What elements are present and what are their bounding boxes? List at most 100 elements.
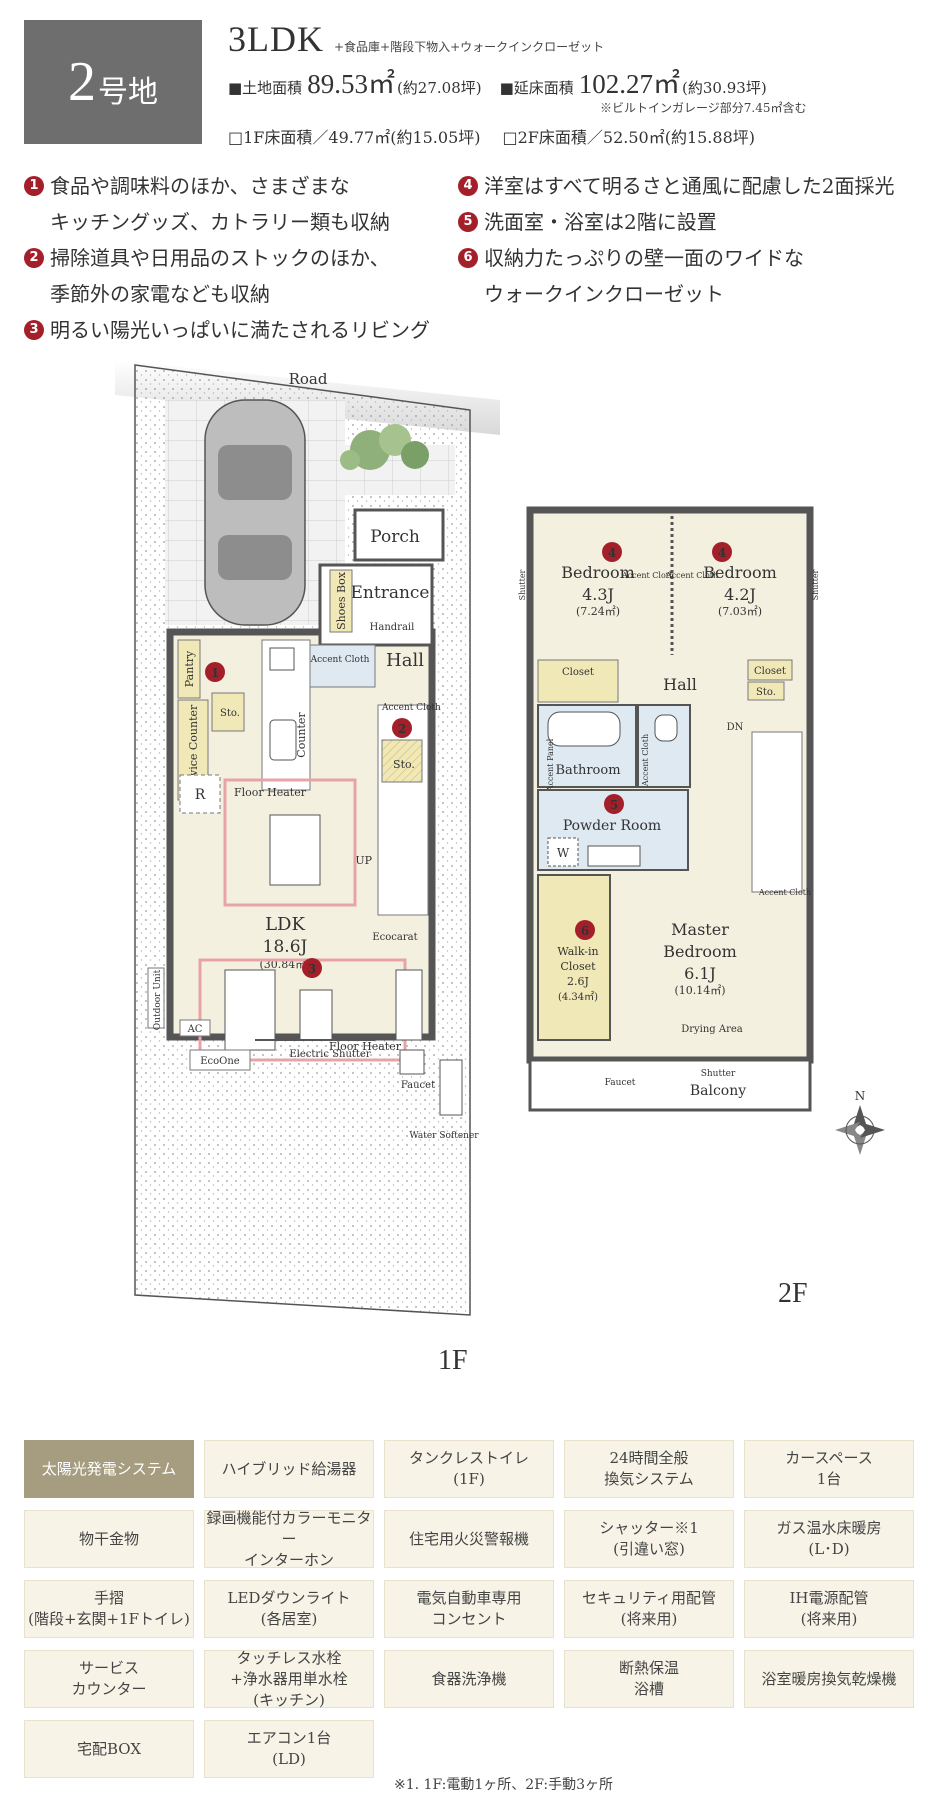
lot-number: 2	[68, 51, 96, 113]
f2-area: □2F床面積／52.50㎡(約15.88坪)	[502, 128, 756, 147]
tree-icon	[340, 424, 429, 470]
feature-text: 収納力たっぷりの壁一面のワイドな ウォークインクローゼット	[484, 246, 804, 306]
balcony	[528, 1058, 812, 1112]
marker-6: 6	[575, 920, 595, 940]
marker-2: 2	[392, 718, 412, 738]
feature-number-badge: 1	[24, 176, 44, 196]
dn-label: DN	[727, 722, 744, 733]
outdoor-unit-label: Outdoor Unit	[153, 969, 163, 1030]
floor-heater-label-living: Floor Heater	[329, 1040, 402, 1053]
closet-a	[537, 659, 619, 703]
ac-label: AC	[187, 1024, 203, 1035]
up-label: UP	[355, 854, 372, 867]
bedroom-a-size: 4.3J	[582, 585, 614, 604]
feature-item: 3 明るい陽光いっぱいに満たされるリビング	[24, 312, 430, 348]
equipment-item: タンクレストイレ (1F)	[384, 1440, 554, 1498]
equipment-item: 24時間全般 換気システム	[564, 1440, 734, 1498]
pantry	[177, 639, 201, 699]
sofa	[224, 969, 276, 1051]
refrigerator-space	[179, 774, 221, 814]
equipment-item: ハイブリッド給湯器	[204, 1440, 374, 1498]
entrance-label: Entrance	[351, 583, 430, 603]
car-icon	[204, 399, 306, 626]
marker-1-number: 1	[211, 666, 219, 680]
marker-4b-number: 4	[718, 546, 726, 560]
faucet-1f	[399, 1049, 425, 1075]
master-size: 6.1J	[684, 964, 716, 983]
master-label: Master	[671, 920, 729, 939]
coffee-table	[299, 989, 333, 1041]
marker-5: 5	[604, 794, 624, 814]
bathroom-label: Bathroom	[555, 763, 620, 778]
feature-item: 5 洗面室・浴室は2階に設置	[458, 204, 895, 240]
drying-area-label: Drying Area	[681, 1024, 743, 1035]
feature-text: 洗面室・浴室は2階に設置	[484, 210, 717, 234]
equipment-item: 宅配BOX	[24, 1720, 194, 1778]
sto-label-1f-stair: Sto.	[393, 758, 415, 771]
staircase-2f	[751, 731, 803, 893]
storage-1f	[211, 692, 245, 732]
feature-text: 食品や調味料のほか、さまざまな キッチングッズ、カトラリー類も収納	[50, 174, 390, 234]
vanity-icon	[587, 845, 641, 867]
accent-cloth-label-stair: Accent Cloth	[381, 703, 441, 713]
feature-number-badge: 5	[458, 212, 478, 232]
equipment-item: 物干金物	[24, 1510, 194, 1568]
water-softener-label: Water Softener	[409, 1131, 479, 1141]
bedroom-a-label: Bedroom	[561, 563, 635, 582]
f1-area: □1F床面積／49.77㎡(約15.05坪)	[228, 128, 481, 147]
electric-shutter-label: Electric Shutter	[289, 1049, 370, 1060]
walk-in-closet-label: Closet	[560, 960, 596, 973]
equipment-item: ガス温水床暖房 (L･D)	[744, 1510, 914, 1568]
marker-3-number: 3	[308, 962, 316, 976]
accent-cloth-label-master: Accent Cloth	[758, 888, 811, 897]
accent-panel-label: Accent Panel	[546, 738, 555, 792]
service-counter-label: Service Counter	[187, 704, 200, 795]
equipment-item: 録画機能付カラーモニター インターホン	[204, 1509, 374, 1569]
sto-label-1f: Sto.	[220, 708, 240, 719]
shutter-label-a: Shutter	[518, 569, 527, 600]
equipment-note: ※1. 1F:電動1ヶ所、2F:手動3ヶ所	[394, 1777, 614, 1793]
toilet-icon	[654, 714, 678, 742]
balcony-label: Balcony	[690, 1083, 746, 1099]
garage-note: ※ビルトインガレージ部分7.45㎡含む	[600, 101, 807, 115]
bedroom-b-size: 4.2J	[724, 585, 756, 604]
marker-6-number: 6	[581, 924, 589, 938]
feature-item: 2 掃除道具や日用品のストックのほか、 季節外の家電なども収納	[24, 240, 430, 312]
tv-board	[395, 969, 423, 1041]
feature-text: 掃除道具や日用品のストックのほか、 季節外の家電なども収納	[50, 246, 390, 306]
floor-heater-zone-dining	[223, 778, 357, 907]
area-row: ■土地面積 89.53㎡ (約27.08坪) ■延床面積 102.27㎡ (約3…	[228, 62, 928, 101]
equipment-item: 太陽光発電システム	[24, 1440, 194, 1498]
porch-label: Porch	[370, 527, 420, 547]
plan-extra: +食品庫+階段下物入+ウォークインクローゼット	[334, 40, 605, 54]
porch-area	[353, 508, 445, 562]
equipment-item: 断熱保温 浴槽	[564, 1650, 734, 1708]
dining-table	[269, 814, 321, 886]
equipment-item: シャッター※1 (引違い窓)	[564, 1510, 734, 1568]
feature-item: 1 食品や調味料のほか、さまざまな キッチングッズ、カトラリー類も収納	[24, 168, 430, 240]
bedroom-b-label: Bedroom	[703, 563, 777, 582]
hall-label-2f: Hall	[663, 675, 697, 694]
marker-4a: 4	[602, 542, 622, 562]
sink-icon	[269, 719, 297, 761]
lot-suffix: 号地	[98, 75, 158, 110]
feature-text: 明るい陽光いっぱいに満たされるリビング	[50, 318, 430, 342]
equipment-item: LEDダウンライト (各居室)	[204, 1580, 374, 1638]
feature-number-badge: 2	[24, 248, 44, 268]
master-bedroom-label: Bedroom	[663, 942, 737, 961]
ecoone-unit	[189, 1049, 251, 1071]
shutter-label-balcony: Shutter	[701, 1069, 736, 1079]
plan-type: 3LDK	[228, 19, 324, 59]
equipment-item: エアコン1台 (LD)	[204, 1720, 374, 1778]
floor-area-tsubo: (約30.93坪)	[682, 79, 767, 97]
floor-plan-1f: Road Porch Entrance Shoes Box Handrail	[115, 360, 500, 1316]
equipment-item: 食器洗浄機	[384, 1650, 554, 1708]
shutter-label-b: Shutter	[811, 569, 820, 600]
accent-cloth-label-toilet: Accent Cloth	[641, 734, 650, 787]
ecocarat-label: Ecocarat	[372, 932, 417, 943]
floor-plan-drawing: Road Porch Entrance Shoes Box Handrail	[115, 360, 885, 1316]
plan-row: 3LDK +食品庫+階段下物入+ウォークインクローゼット	[228, 18, 928, 60]
equipment-item: セキュリティ用配管 (将来用)	[564, 1580, 734, 1638]
feature-number-badge: 4	[458, 176, 478, 196]
spec-block: 3LDK +食品庫+階段下物入+ウォークインクローゼット ■土地面積 89.53…	[228, 18, 928, 148]
